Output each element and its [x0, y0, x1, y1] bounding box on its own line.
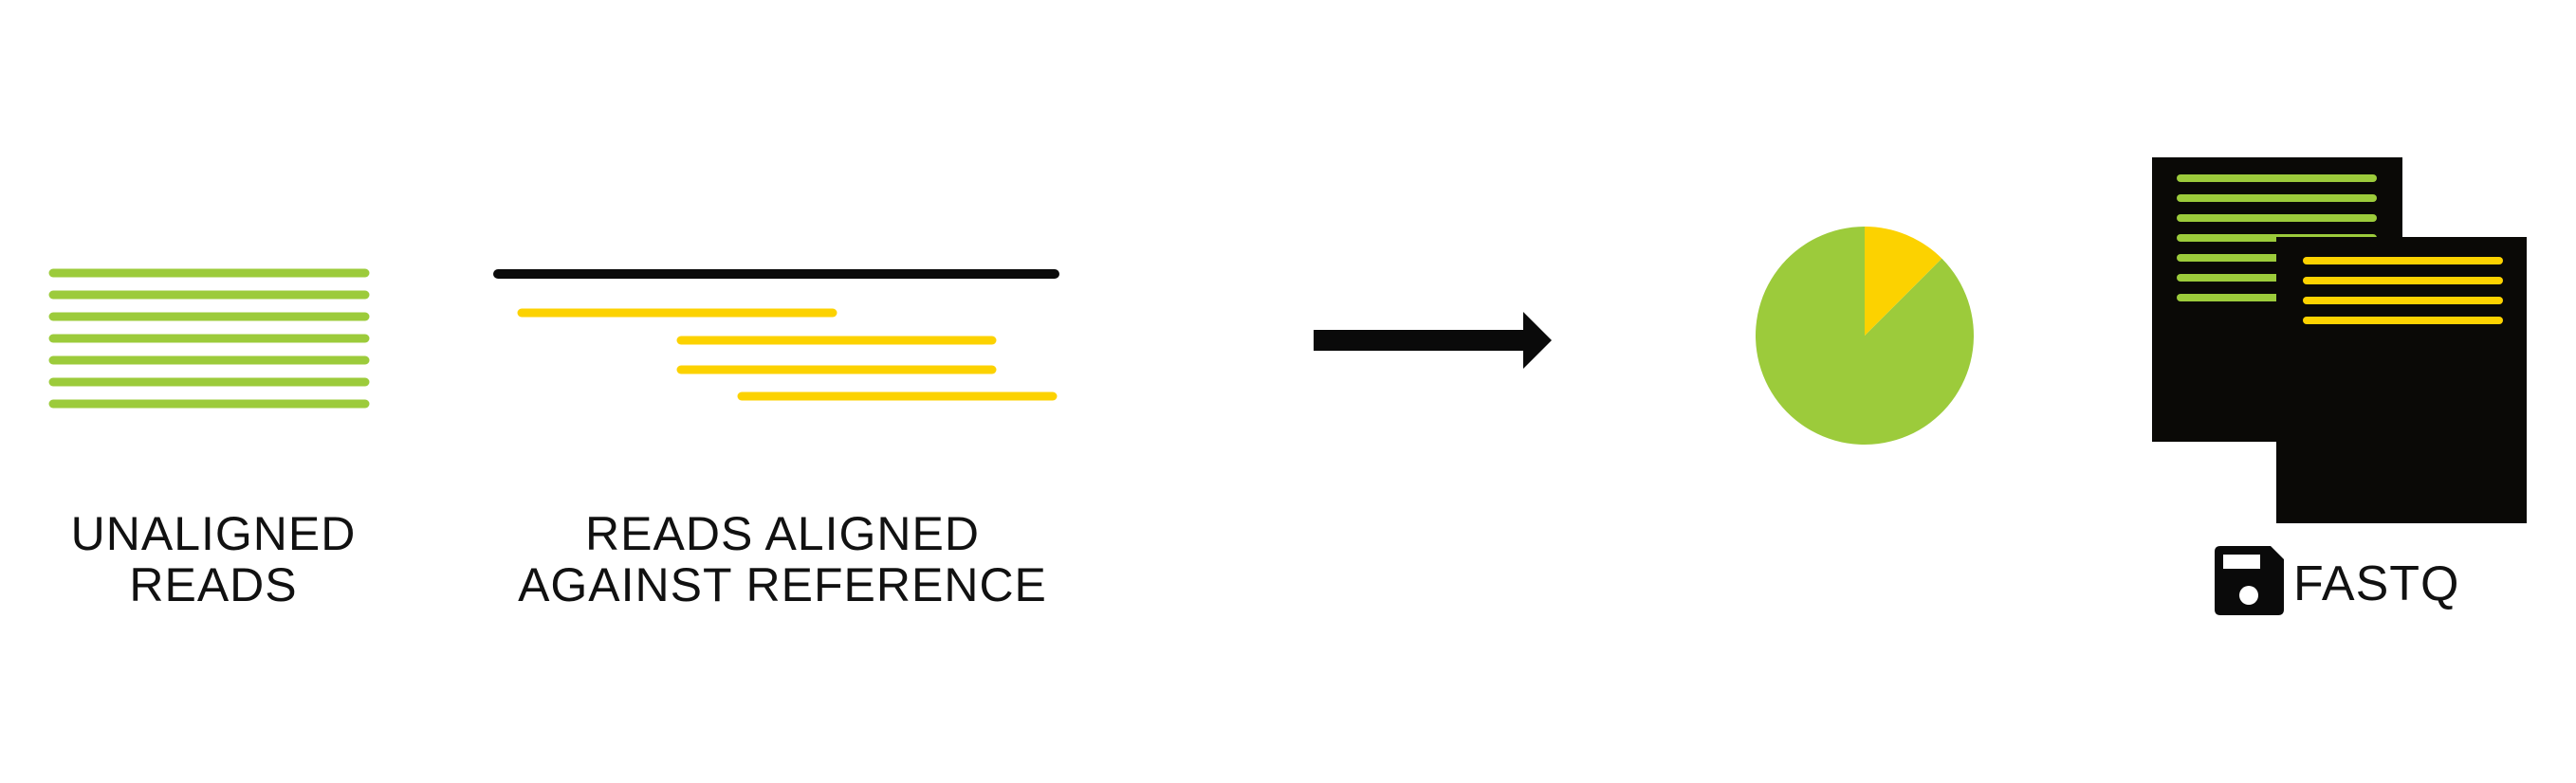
unaligned-reads-group [48, 268, 370, 409]
document-page [2276, 237, 2527, 523]
pie-slice-aligned [1865, 227, 1942, 336]
floppy-disk-icon [2215, 546, 2284, 615]
right-arrow-icon [1314, 312, 1552, 369]
alignment-pie-chart [1755, 227, 1974, 445]
aligned-label-line2: AGAINST REFERENCE [518, 558, 1047, 611]
aligned-reads-group [493, 269, 1059, 401]
pie-slice-unaligned [1755, 227, 1974, 445]
aligned-label-line1: READS ALIGNED [585, 507, 980, 560]
unaligned-reads-label: UNALIGNED READS [38, 508, 389, 610]
document-aligned [2276, 237, 2527, 523]
unaligned-label-line2: READS [129, 558, 298, 611]
fastq-format-label: FASTQ [2293, 556, 2460, 611]
unaligned-label-line1: UNALIGNED [70, 507, 357, 560]
aligned-reads-label: READS ALIGNED AGAINST REFERENCE [484, 508, 1081, 610]
